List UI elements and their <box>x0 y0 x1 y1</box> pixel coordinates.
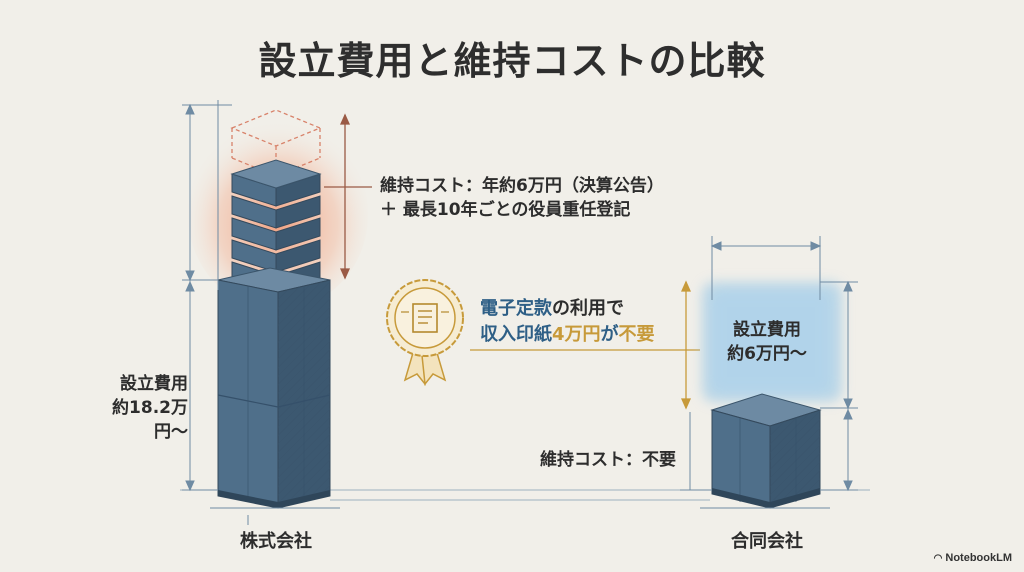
godo-name: 合同会社 <box>731 531 803 552</box>
seal-note-line1-rest: の利用で <box>552 298 624 319</box>
kabushiki-setup-cost-label: 設立費用 約18.2万円〜 <box>96 372 188 444</box>
brand-name: NotebookLM <box>945 552 1012 564</box>
brand-mark: ◠NotebookLM <box>934 552 1012 564</box>
godo-dimensions <box>680 236 858 509</box>
saving-dimension <box>470 280 700 410</box>
seal-note-unneeded: 不要 <box>618 324 655 345</box>
seal-note-stamp: 収入印紙 <box>480 324 552 345</box>
godo-setup-cost-line2: 約6万円〜 <box>727 344 807 364</box>
seal-note-highlight-teikan: 電子定款 <box>480 298 552 319</box>
kabushiki-maintenance-line2: ＋ 最長10年ごとの役員重任登記 <box>380 200 631 220</box>
kabushiki-maintenance-line1: 維持コスト：年約6万円（決算公告） <box>380 176 664 196</box>
stack-floor-block <box>231 217 321 251</box>
godo-setup-cost-line1: 設立費用 <box>733 320 801 340</box>
godo-maintenance-label: 維持コスト：不要 <box>540 450 676 470</box>
electronic-seal-icon <box>386 279 464 386</box>
godo-setup-cost-label: 設立費用 約6万円〜 <box>712 318 822 366</box>
kabushiki-maintenance-dimension <box>324 113 372 280</box>
kabushiki-maintenance-label: 維持コスト：年約6万円（決算公告） ＋ 最長10年ごとの役員重任登記 <box>380 174 700 222</box>
kabushiki-tower <box>217 267 331 509</box>
kabushiki-setup-cost-line1: 設立費用 <box>120 374 188 394</box>
kabushiki-name: 株式会社 <box>240 531 312 552</box>
stack-floor-block <box>231 195 321 229</box>
kabushiki-dimensions <box>182 100 340 525</box>
godo-highlight <box>702 282 842 402</box>
kabushiki-setup-cost-line2: 約18.2万円〜 <box>112 398 188 442</box>
seal-note: 電子定款の利用で 収入印紙4万円が不要 <box>480 296 700 348</box>
godo-block <box>710 393 822 509</box>
seal-note-line1: 電子定款の利用で <box>480 296 700 322</box>
page-title: 設立費用と維持コストの比較 <box>258 39 766 83</box>
seal-note-ga: が <box>600 324 619 345</box>
notebooklm-logo-icon: ◠ <box>933 553 943 564</box>
seal-note-amount: 4万円 <box>552 324 601 345</box>
stack-floor-block <box>230 159 322 207</box>
seal-note-line2: 収入印紙4万円が不要 <box>480 322 700 348</box>
